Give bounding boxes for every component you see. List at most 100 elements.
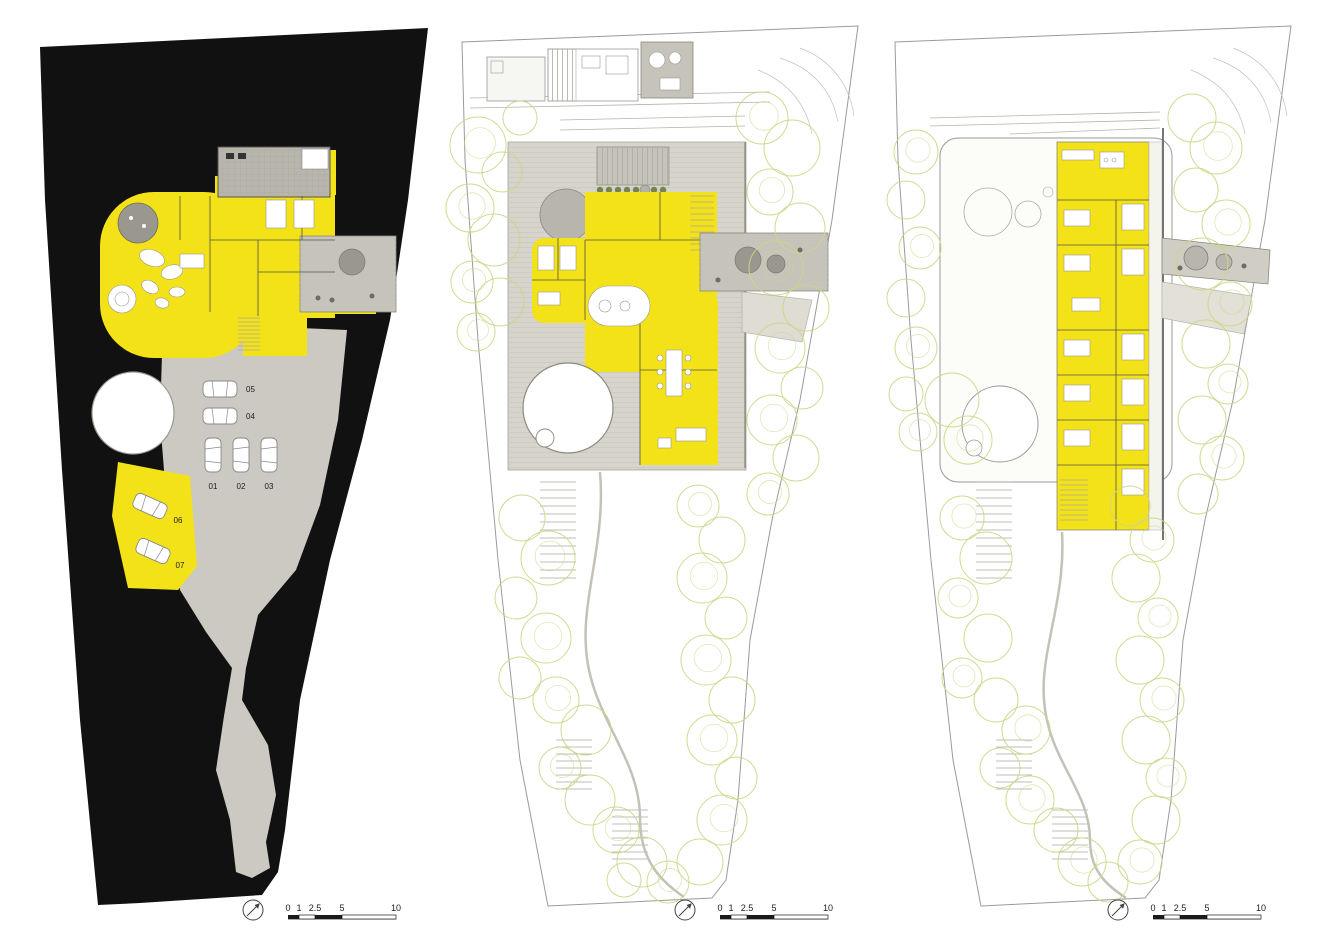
- bathroom: [1121, 333, 1145, 361]
- tree-icon: [1181, 319, 1231, 369]
- tree-icon: [1121, 715, 1171, 765]
- bed: [1063, 339, 1091, 357]
- garden-stone: [168, 286, 186, 298]
- tree-icon: [943, 415, 993, 465]
- tree-icon: [550, 754, 574, 778]
- tree-icon: [680, 634, 732, 686]
- tree-icon: [909, 419, 931, 441]
- tree-icon: [467, 213, 521, 267]
- outbuilding: [486, 56, 546, 102]
- tree-icon: [592, 806, 640, 854]
- tree-icon: [1199, 435, 1245, 481]
- sofa: [675, 427, 707, 442]
- plant-icon: [596, 186, 604, 194]
- tree-icon: [658, 868, 682, 892]
- tree-icon: [464, 127, 496, 159]
- tree-icon: [898, 412, 938, 452]
- outbuildings: [486, 41, 694, 102]
- vent: [238, 153, 246, 159]
- court-planter: [117, 202, 159, 244]
- bathroom: [1121, 423, 1145, 451]
- tree-icon: [604, 814, 632, 842]
- plant-icon: [614, 186, 622, 194]
- parking-label-07: 07: [176, 561, 185, 570]
- tree-icon: [758, 176, 786, 204]
- tree-icon: [886, 278, 926, 318]
- planter: [734, 246, 762, 274]
- retaining-walls: [929, 111, 1161, 135]
- tree-icon: [746, 394, 798, 446]
- plant-dot: [797, 247, 803, 253]
- tree-icon: [708, 676, 756, 724]
- tree-icon: [534, 540, 566, 572]
- tree-icon: [676, 552, 728, 604]
- tree-icon: [1218, 370, 1242, 394]
- tree-icon: [699, 723, 729, 753]
- plant-icon: [623, 186, 631, 194]
- tree-icon: [1207, 363, 1249, 405]
- armchair: [657, 437, 672, 449]
- plant-dot: [329, 297, 335, 303]
- planter: [1042, 186, 1054, 198]
- planter-dot: [142, 224, 146, 228]
- pergola-slats: [597, 147, 669, 185]
- tree-icon: [1087, 861, 1129, 903]
- tree-icon: [762, 250, 794, 282]
- tree-icon: [520, 612, 572, 664]
- planter: [766, 254, 786, 274]
- tree-icon: [1189, 121, 1243, 175]
- tree-layer: [445, 91, 830, 904]
- tree-icon: [1207, 281, 1253, 327]
- sink: [598, 299, 612, 313]
- upper-floor-building: [1056, 128, 1164, 540]
- tree-icon: [1201, 199, 1251, 249]
- hob: [1103, 157, 1109, 163]
- parking-label-05: 05: [246, 385, 255, 394]
- furniture: [581, 55, 601, 69]
- chair: [684, 382, 692, 390]
- upper-floor-panel: [886, 25, 1292, 907]
- tree-icon: [1219, 289, 1245, 315]
- tree-icon: [963, 613, 1013, 663]
- pool-below: [961, 385, 1039, 463]
- tree-icon: [1070, 846, 1098, 874]
- bed: [537, 245, 555, 271]
- tree-icon: [746, 168, 794, 216]
- tree-icon: [1014, 714, 1042, 742]
- spiral-stair-core: [114, 291, 130, 307]
- dining-table: [665, 349, 683, 397]
- tree-icon: [1211, 443, 1237, 469]
- tree-icon: [533, 621, 563, 651]
- tree-icon: [1148, 604, 1172, 628]
- tree-icon: [1139, 677, 1185, 723]
- bed: [1063, 429, 1091, 447]
- tree-icon: [906, 334, 930, 358]
- tree-icon: [1177, 473, 1219, 515]
- chair: [684, 354, 692, 362]
- tree-icon: [910, 234, 934, 258]
- tree-icon: [616, 836, 668, 888]
- bed: [1063, 254, 1091, 272]
- ramp: [741, 291, 813, 343]
- equipment: [659, 77, 681, 91]
- tree-icon: [1018, 784, 1046, 812]
- tree-icon: [560, 704, 612, 756]
- chair: [684, 368, 692, 376]
- tree-icon: [462, 268, 486, 292]
- tree-icon: [1033, 807, 1079, 853]
- tree-icon: [1151, 685, 1177, 711]
- parking-label-02: 02: [237, 482, 246, 491]
- vent: [226, 153, 234, 159]
- car-icon: [202, 380, 238, 398]
- dining-chairs: [656, 354, 692, 390]
- parking-label-03: 03: [265, 482, 274, 491]
- tree-layer: [886, 93, 1253, 903]
- plant-dot: [315, 295, 321, 301]
- tree-icon: [767, 331, 797, 361]
- tree-icon: [1203, 131, 1233, 161]
- bathroom: [1121, 203, 1145, 231]
- tree-icon: [782, 284, 830, 332]
- tree-icon: [1131, 795, 1181, 845]
